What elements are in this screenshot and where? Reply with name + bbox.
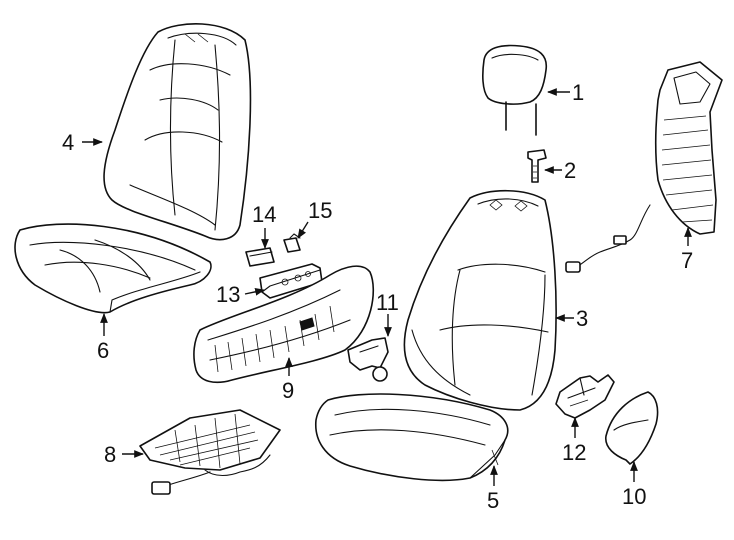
leader-lines <box>82 88 692 486</box>
callout-8: 8 <box>104 442 116 467</box>
leader-line-13 <box>244 287 265 296</box>
callout-11: 11 <box>376 290 399 315</box>
seat-back-assembly-part <box>403 189 557 411</box>
switch-knob-part <box>245 247 275 267</box>
callout-5: 5 <box>487 488 499 513</box>
callout-14: 14 <box>252 202 276 227</box>
switch-cap-part <box>283 233 301 253</box>
headrest-guide-part <box>527 149 547 183</box>
callout-3: 3 <box>576 306 588 331</box>
recliner-bracket-part <box>555 374 615 419</box>
callout-12: 12 <box>562 440 586 465</box>
callout-6: 6 <box>97 338 109 363</box>
callout-2: 2 <box>564 158 576 183</box>
callout-7: 7 <box>681 248 693 273</box>
callout-1: 1 <box>572 80 584 105</box>
callout-13: 13 <box>216 282 240 307</box>
leader-line-15 <box>297 221 309 239</box>
seat-cushion-part <box>315 393 509 482</box>
callout-15: 15 <box>308 198 332 223</box>
seat-cushion-cover-part <box>14 223 212 314</box>
headrest-part <box>482 44 548 136</box>
seat-side-trim-part <box>193 265 375 384</box>
side-cover-part <box>605 391 659 465</box>
bracket-part <box>347 337 389 382</box>
callout-9: 9 <box>282 378 294 403</box>
seat-heater-element-part <box>139 409 281 495</box>
seat-back-cover-part <box>103 23 252 241</box>
seat-back-heater-mat-part <box>565 61 723 273</box>
callout-labels: 1 2 3 4 5 6 7 8 9 10 11 12 13 14 15 <box>62 80 693 513</box>
callout-10: 10 <box>622 484 646 509</box>
callout-4: 4 <box>62 130 74 155</box>
